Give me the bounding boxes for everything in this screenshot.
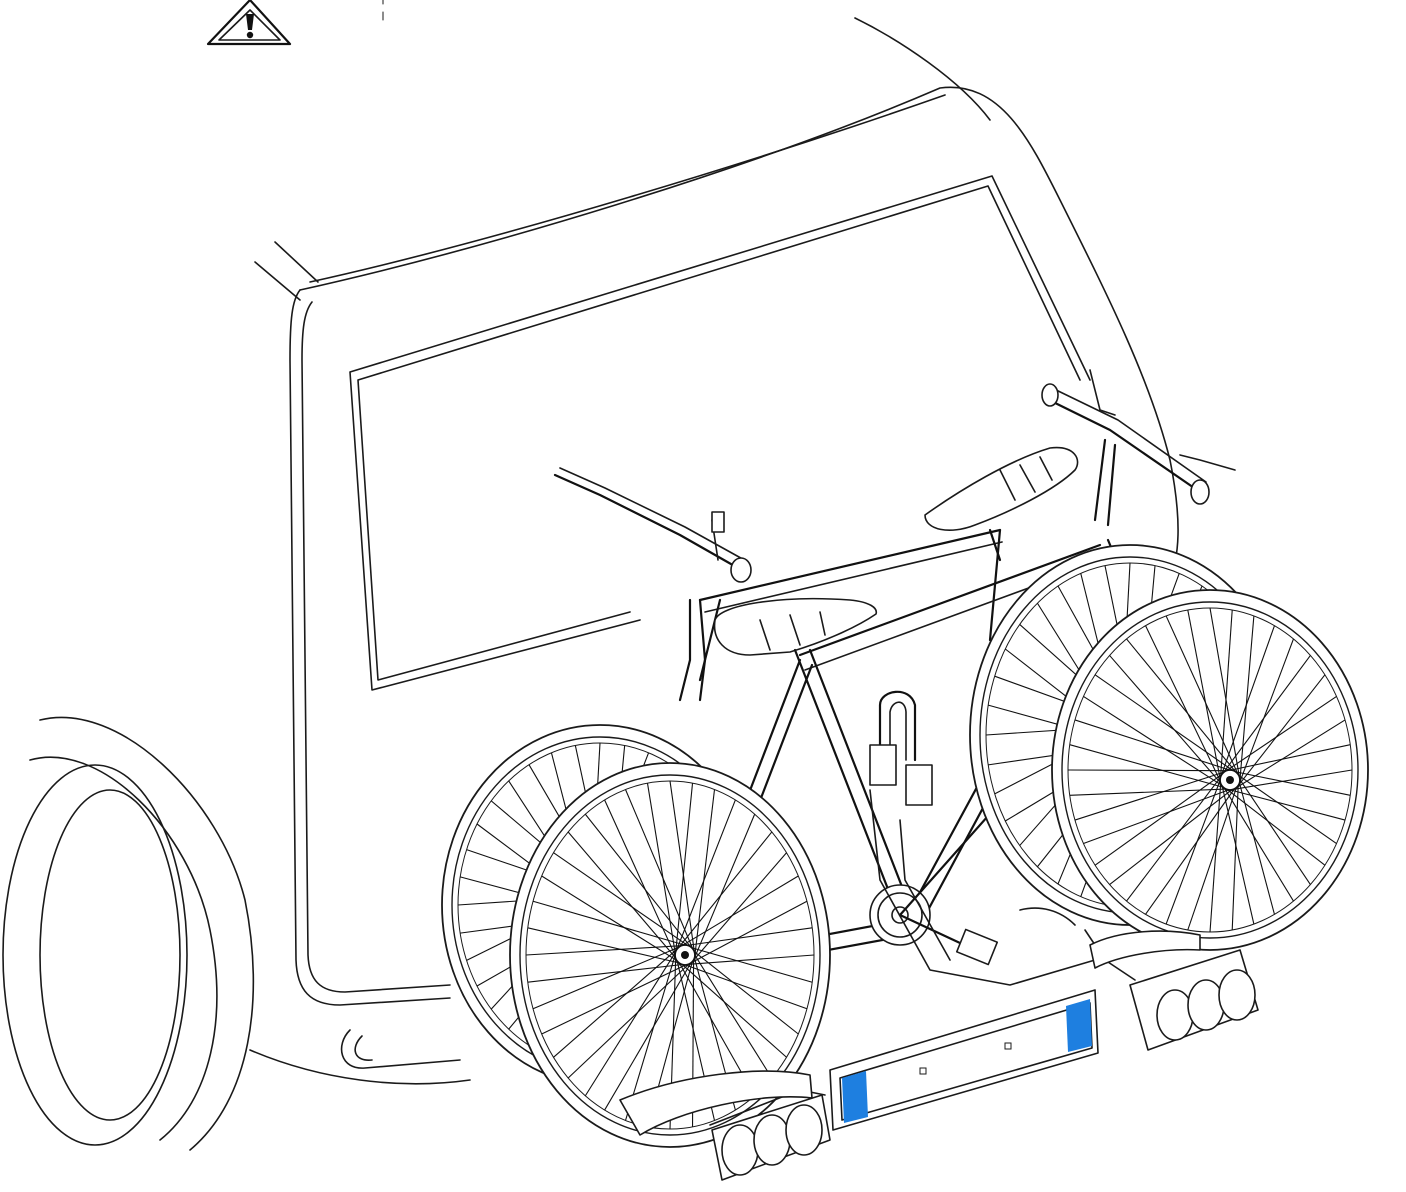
light-bar (619, 930, 1259, 1181)
bicycle-wheels (441, 544, 1369, 1148)
front-bike-rear-wheel (509, 762, 831, 1148)
warning-triangle-icon (206, 0, 292, 46)
carrier-frame (869, 690, 1136, 986)
right-tail-light (1129, 949, 1259, 1051)
car-body (2, 17, 1179, 1151)
front-bike-front-wheel (1051, 589, 1369, 951)
license-plate-holder (829, 989, 1099, 1131)
rear-bicycle (553, 467, 1003, 702)
left-tail-light (709, 1089, 831, 1181)
